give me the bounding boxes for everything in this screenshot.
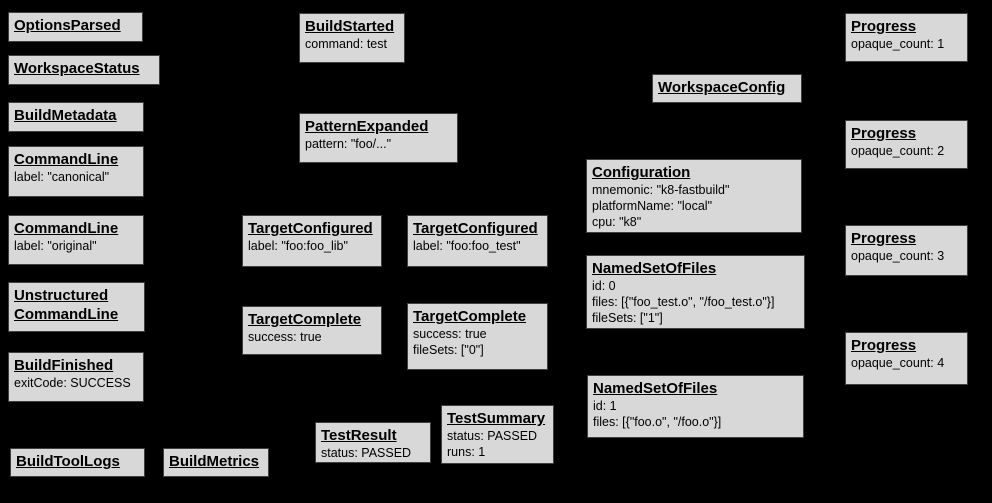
node-detail: opaque_count: 4	[851, 356, 945, 370]
node-title: CommandLine	[14, 306, 119, 323]
node-detail: platformName: "local"	[592, 199, 713, 213]
event-node-configuration: Configuration mnemonic: "k8-fastbuild" pla…	[586, 159, 802, 233]
event-node-progress-3: Progress opaque_count: 3	[845, 225, 968, 276]
event-node-build-finished: BuildFinished exitCode: SUCCESS	[8, 352, 144, 402]
event-node-build-metrics: BuildMetrics	[163, 448, 269, 477]
node-detail: mnemonic: "k8-fastbuild"	[592, 183, 730, 197]
node-detail: command: test	[305, 37, 387, 51]
node-title: TargetComplete	[248, 311, 362, 328]
node-detail: label: "foo:foo_test"	[413, 239, 521, 253]
event-node-target-configured-foo-lib: TargetConfigured label: "foo:foo_lib"	[242, 215, 382, 267]
event-node-test-summary: TestSummary status: PASSED runs: 1	[441, 405, 554, 464]
node-title: Progress	[851, 337, 917, 354]
node-detail: id: 1	[593, 399, 617, 413]
node-title: WorkspaceConfig	[658, 79, 786, 96]
node-title: TestResult	[321, 427, 397, 444]
node-detail: opaque_count: 2	[851, 144, 945, 158]
node-title: NamedSetOfFiles	[592, 260, 717, 277]
node-detail: pattern: "foo/..."	[305, 137, 392, 151]
event-node-progress-1: Progress opaque_count: 1	[845, 13, 968, 62]
event-node-named-set-of-files-1: NamedSetOfFiles id: 1 files: [{"foo.o", "/…	[587, 375, 804, 438]
node-title: BuildMetadata	[14, 107, 117, 124]
node-title: TestSummary	[447, 410, 546, 427]
node-detail: files: [{"foo_test.o", "/foo_test.o"}]	[592, 295, 775, 309]
node-title: OptionsParsed	[14, 17, 121, 34]
node-detail: fileSets: ["0"]	[413, 343, 484, 357]
node-detail: status: PASSED	[447, 429, 538, 443]
node-title: Progress	[851, 125, 917, 142]
event-node-pattern-expanded: PatternExpanded pattern: "foo/..."	[299, 113, 458, 163]
event-node-workspace-status: WorkspaceStatus	[8, 55, 160, 85]
node-detail: runs: 1	[447, 445, 486, 459]
event-node-build-started: BuildStarted command: test	[299, 13, 405, 63]
node-detail: success: true	[248, 330, 322, 344]
event-node-test-result: TestResult status: PASSED	[315, 422, 431, 463]
node-detail: cpu: "k8"	[592, 215, 642, 229]
node-title: BuildToolLogs	[16, 453, 120, 470]
event-node-build-metadata: BuildMetadata	[8, 102, 144, 132]
node-title: BuildFinished	[14, 357, 114, 374]
node-title: WorkspaceStatus	[14, 60, 140, 77]
node-detail: exitCode: SUCCESS	[14, 376, 131, 390]
node-title: Progress	[851, 18, 917, 35]
node-title: CommandLine	[14, 151, 119, 168]
node-detail: opaque_count: 1	[851, 37, 945, 51]
node-detail: files: [{"foo.o", "/foo.o"}]	[593, 415, 722, 429]
node-detail: label: "foo:foo_lib"	[248, 239, 348, 253]
node-title: TargetComplete	[413, 308, 527, 325]
event-node-progress-2: Progress opaque_count: 2	[845, 120, 968, 169]
event-node-target-complete-lib: TargetComplete success: true	[242, 306, 382, 355]
node-detail: label: "canonical"	[14, 170, 110, 184]
event-node-named-set-of-files-0: NamedSetOfFiles id: 0 files: [{"foo_test.o…	[586, 255, 805, 329]
node-title: Unstructured	[14, 287, 109, 304]
event-node-command-line-original: CommandLine label: "original"	[8, 215, 144, 265]
node-title: TargetConfigured	[413, 220, 538, 237]
node-title: BuildStarted	[305, 18, 395, 35]
event-node-target-configured-foo-test: TargetConfigured label: "foo:foo_test"	[407, 215, 548, 267]
node-detail: label: "original"	[14, 239, 97, 253]
node-title: BuildMetrics	[169, 453, 260, 470]
event-node-progress-4: Progress opaque_count: 4	[845, 332, 968, 385]
node-title: PatternExpanded	[305, 118, 429, 135]
node-detail: fileSets: ["1"]	[592, 311, 663, 325]
event-node-build-tool-logs: BuildToolLogs	[10, 448, 145, 477]
node-title: CommandLine	[14, 220, 119, 237]
node-title: Configuration	[592, 164, 691, 181]
event-node-target-complete-test: TargetComplete success: true fileSets: ["0…	[407, 303, 548, 370]
node-detail: opaque_count: 3	[851, 249, 945, 263]
event-node-options-parsed: OptionsParsed	[8, 12, 143, 42]
node-title: Progress	[851, 230, 917, 247]
node-detail: success: true	[413, 327, 487, 341]
node-title: NamedSetOfFiles	[593, 380, 718, 397]
event-node-command-line-canonical: CommandLine label: "canonical"	[8, 146, 144, 197]
node-detail: id: 0	[592, 279, 616, 293]
event-node-workspace-config: WorkspaceConfig	[652, 74, 802, 103]
node-detail: status: PASSED	[321, 446, 412, 460]
node-title: TargetConfigured	[248, 220, 373, 237]
